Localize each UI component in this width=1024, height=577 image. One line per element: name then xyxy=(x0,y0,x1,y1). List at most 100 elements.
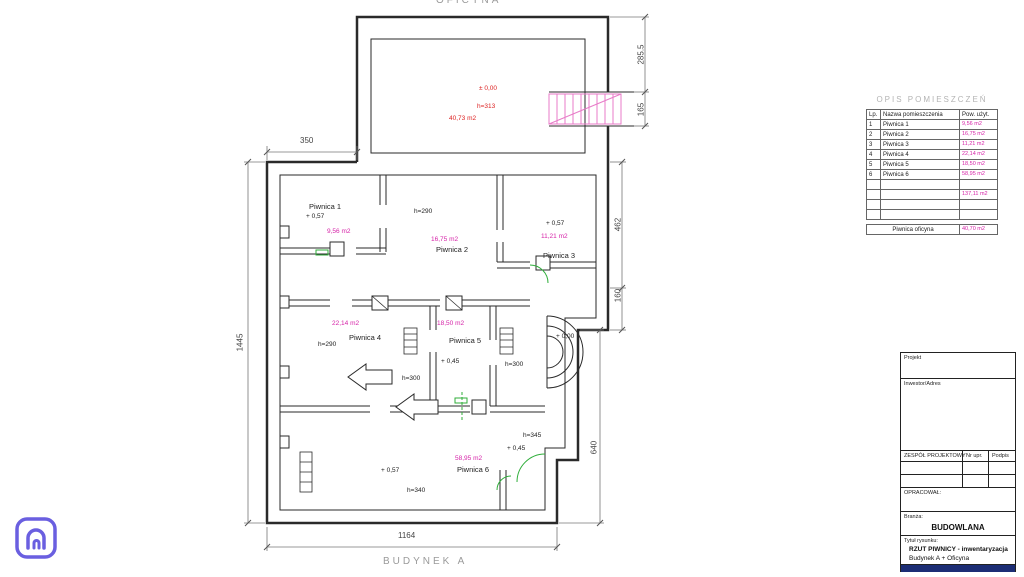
room-level-label: + 0,00 xyxy=(556,333,575,340)
rooms-table-main: Lp. Nazwa pomieszczenia Pow. użyt. 1 Piw… xyxy=(866,109,998,220)
table-header-row: Lp. Nazwa pomieszczenia Pow. użyt. xyxy=(866,109,998,120)
title-block-drawing-title-row: Tytuł rysunku: RZUT PIWNICY - inwentaryz… xyxy=(901,536,1015,565)
room-height-label: h=290 xyxy=(318,341,337,348)
oficyna-row: Piwnica oficyna 40,70 m2 xyxy=(866,224,998,235)
title-block-team-row xyxy=(901,475,1015,488)
oficyna-name: Piwnica oficyna xyxy=(866,224,960,235)
table-empty-row xyxy=(866,179,998,190)
room-height-label: h=290 xyxy=(414,208,433,215)
logo xyxy=(14,516,58,565)
title-block-team-header: ZESPÓŁ PROJEKTOWY Nr upr. Podpis xyxy=(901,451,1015,462)
row-name: Piwnica 2 xyxy=(880,129,960,140)
room-height-label: h=340 xyxy=(407,487,426,494)
room-area-label: 18,50 m2 xyxy=(437,320,465,327)
table-row: 2 Piwnica 2 16,75 m2 xyxy=(866,129,998,140)
team-label: ZESPÓŁ PROJEKTOWY xyxy=(904,453,966,459)
column-header-lp: Lp. xyxy=(866,109,881,120)
row-no: 6 xyxy=(866,169,881,180)
signature-label: Podpis xyxy=(992,453,1009,459)
table-empty-row xyxy=(866,209,998,220)
room-height-label: h=313 xyxy=(477,103,496,110)
drawing-title-line1: RZUT PIWNICY - inwentaryzacja xyxy=(909,546,1008,553)
title-block-footer-strip xyxy=(901,565,1015,572)
title-block-project-row: Projekt xyxy=(901,353,1015,379)
title-block: Projekt Inwestor/Adres ZESPÓŁ PROJEKTOWY… xyxy=(900,352,1016,572)
row-area: 16,75 m2 xyxy=(959,129,998,140)
dim-label: 640 xyxy=(589,440,599,455)
oficyna-area: 40,70 m2 xyxy=(959,224,998,235)
row-no: 5 xyxy=(866,159,881,170)
room-area-label: 58,95 m2 xyxy=(455,455,483,462)
rooms-table-title: OPIS POMIESZCZEŃ xyxy=(876,95,988,104)
room-level-label: + 0,57 xyxy=(546,220,565,227)
room-area-label: 11,21 m2 xyxy=(541,233,568,240)
prepared-label: OPRACOWAŁ: xyxy=(904,490,942,496)
dim-label: 1445 xyxy=(235,333,245,352)
title-block-branch-row: Branża: BUDOWLANA xyxy=(901,512,1015,536)
dim-label: 285.5 xyxy=(636,44,646,65)
room-height-label: h=345 xyxy=(523,432,542,439)
row-name: Piwnica 1 xyxy=(880,119,960,130)
title-block-prepared-row: OPRACOWAŁ: xyxy=(901,488,1015,512)
table-row: 1 Piwnica 1 9,56 m2 xyxy=(866,119,998,130)
license-label: Nr upr. xyxy=(966,453,983,459)
total-area: 137,11 m2 xyxy=(959,189,998,200)
row-area: 22,14 m2 xyxy=(959,149,998,160)
branch-value: BUDOWLANA xyxy=(931,523,985,532)
room-level-label: + 0,57 xyxy=(306,213,325,220)
branch-label: Branża: xyxy=(904,514,923,520)
row-name: Piwnica 4 xyxy=(880,149,960,160)
investor-label: Inwestor/Adres xyxy=(904,381,941,387)
room-name-label: Piwnica 1 xyxy=(309,202,342,211)
room-area-label: 9,56 m2 xyxy=(327,228,351,235)
column-header-area: Pow. użyt. xyxy=(959,109,998,120)
row-no: 3 xyxy=(866,139,881,150)
logo-icon xyxy=(15,517,57,559)
room-level-label: + 0,45 xyxy=(441,358,460,365)
staircase-hatch xyxy=(548,93,622,125)
row-area: 18,50 m2 xyxy=(959,159,998,170)
table-total-row: 137,11 m2 xyxy=(866,189,998,200)
room-height-label: h=300 xyxy=(505,361,524,368)
row-area: 11,21 m2 xyxy=(959,139,998,150)
room-level-label: + 0,57 xyxy=(381,467,400,474)
column-header-name: Nazwa pomieszczenia xyxy=(880,109,960,120)
bottom-building-label: BUDYNEK A xyxy=(383,556,468,567)
project-label: Projekt xyxy=(904,355,922,361)
table-empty-row xyxy=(866,199,998,210)
row-no: 2 xyxy=(866,129,881,140)
top-building-label: OFICYNA xyxy=(436,0,502,6)
row-no: 4 xyxy=(866,149,881,160)
row-name: Piwnica 5 xyxy=(880,159,960,170)
room-name-label: Piwnica 5 xyxy=(449,336,482,345)
row-name: Piwnica 3 xyxy=(880,139,960,150)
room-name-label: Piwnica 6 xyxy=(457,465,490,474)
room-area-label: 16,75 m2 xyxy=(431,236,459,243)
dim-label: 165 xyxy=(636,102,646,117)
row-no: 1 xyxy=(866,119,881,130)
title-block-investor-row: Inwestor/Adres xyxy=(901,379,1015,451)
dim-label: 462 xyxy=(613,217,623,232)
drawing-title-line2: Budynek A + Oficyna xyxy=(909,555,970,562)
dim-label: 1164 xyxy=(398,531,416,540)
door-swing-annotations xyxy=(315,249,549,491)
dimension-lines xyxy=(244,13,649,551)
room-area-label: 22,14 m2 xyxy=(332,320,360,327)
table-row: 5 Piwnica 5 18,50 m2 xyxy=(866,159,998,170)
room-name-label: Piwnica 2 xyxy=(436,245,469,254)
row-name: Piwnica 6 xyxy=(880,169,960,180)
dim-label: 160 xyxy=(613,288,623,303)
room-area-label: 40,73 m2 xyxy=(449,115,477,122)
rooms-table: OPIS POMIESZCZEŃ Lp. Nazwa pomieszczenia… xyxy=(866,95,998,235)
rooms-table-oficyna: Piwnica oficyna 40,70 m2 xyxy=(866,224,998,235)
room-level-label: ± 0,00 xyxy=(479,85,498,92)
table-row: 3 Piwnica 3 11,21 m2 xyxy=(866,139,998,150)
dim-label: 350 xyxy=(300,136,314,145)
table-row: 6 Piwnica 6 58,95 m2 xyxy=(866,169,998,180)
row-area: 58,95 m2 xyxy=(959,169,998,180)
room-name-label: Piwnica 4 xyxy=(349,333,382,342)
drawing-title-label: Tytuł rysunku: xyxy=(904,538,938,544)
title-block-team-row xyxy=(901,462,1015,475)
